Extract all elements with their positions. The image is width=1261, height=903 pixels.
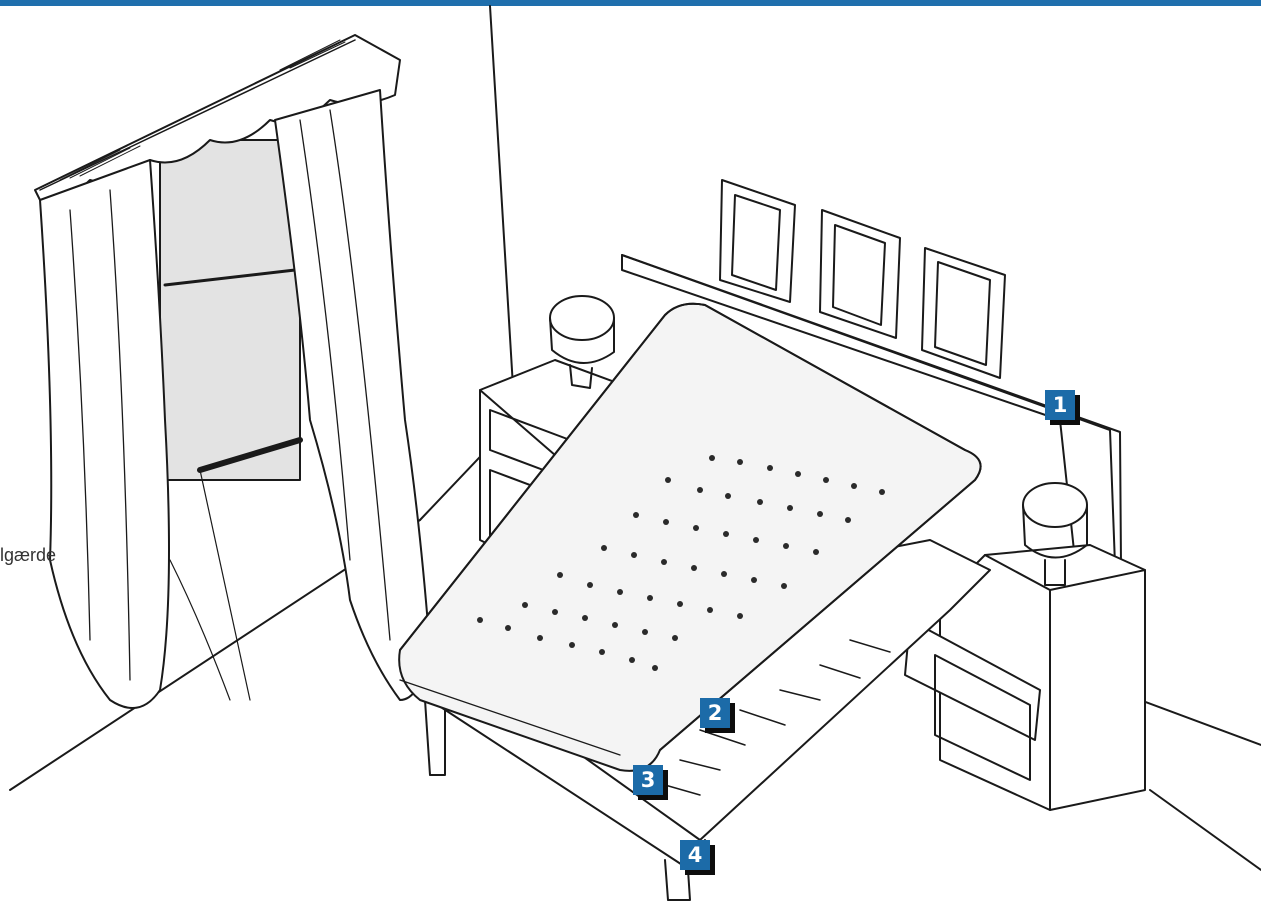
callout-badge-3: 3 [633, 765, 663, 795]
callout-badge-4: 4 [680, 840, 710, 870]
cropped-caption-text: lgærde [0, 545, 56, 566]
callout-badge-1: 1 [1045, 390, 1075, 420]
window-with-curtains [35, 35, 430, 708]
callout-badge-2: 2 [700, 698, 730, 728]
